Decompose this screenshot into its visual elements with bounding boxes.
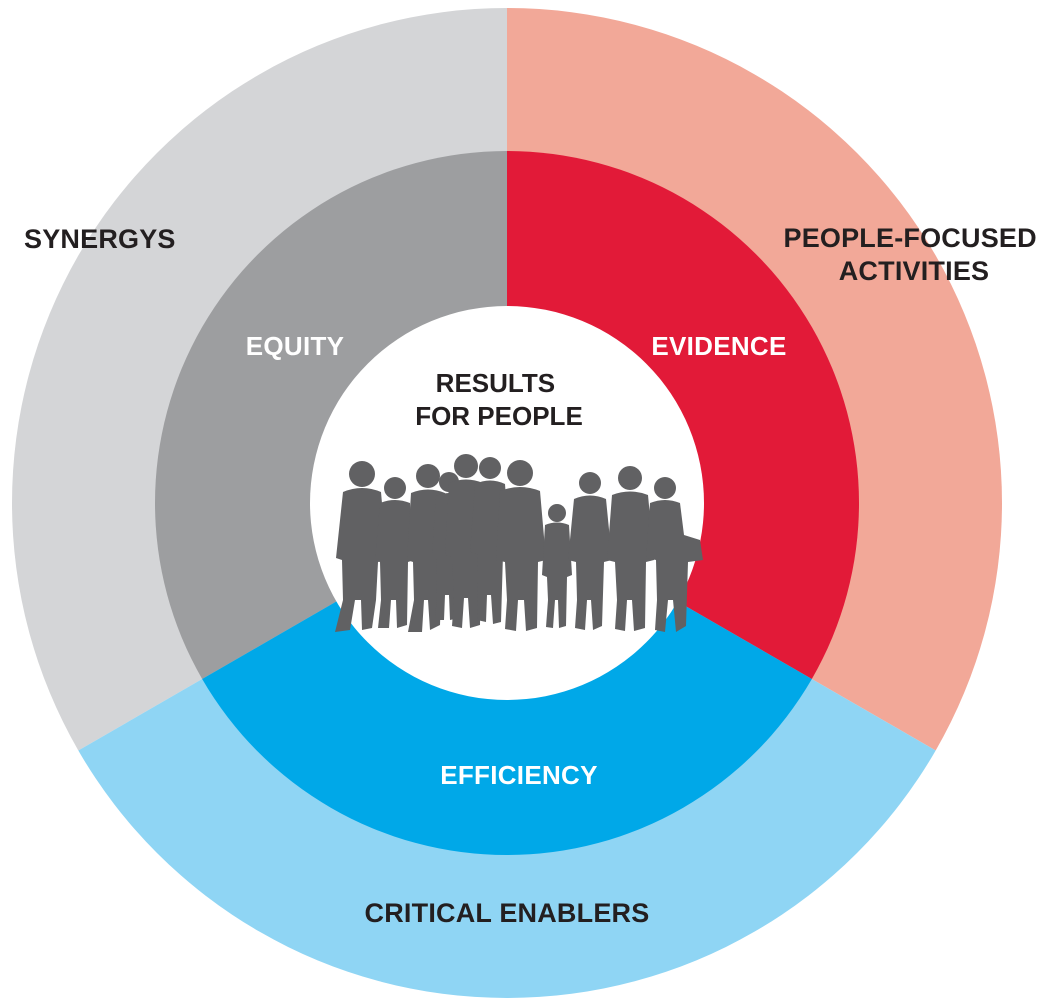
person-silhouette — [607, 466, 654, 631]
label-evidence: EVIDENCE — [651, 331, 786, 361]
label-critical-enablers: CRITICAL ENABLERS — [365, 898, 650, 928]
center-title-line2: FOR PEOPLE — [415, 401, 583, 431]
person-silhouette — [375, 477, 414, 628]
label-people-focused-line1: PEOPLE-FOCUSED — [783, 223, 1036, 253]
person-silhouette — [335, 461, 387, 632]
person-silhouette — [542, 504, 572, 628]
label-people-focused-activities: PEOPLE-FOCUSED ACTIVITIES — [783, 223, 1044, 286]
center-title-line1: RESULTS — [436, 368, 555, 398]
label-synergys: SYNERGYS — [24, 224, 176, 254]
person-silhouette — [496, 460, 546, 631]
label-people-focused-line2: ACTIVITIES — [839, 256, 990, 286]
people-crowd-silhouette-icon — [335, 454, 703, 632]
label-efficiency: EFFICIENCY — [440, 760, 598, 790]
center-title: RESULTS FOR PEOPLE — [415, 368, 583, 431]
person-silhouette — [568, 472, 612, 630]
label-equity: EQUITY — [246, 331, 345, 361]
person-silhouette — [646, 477, 703, 632]
